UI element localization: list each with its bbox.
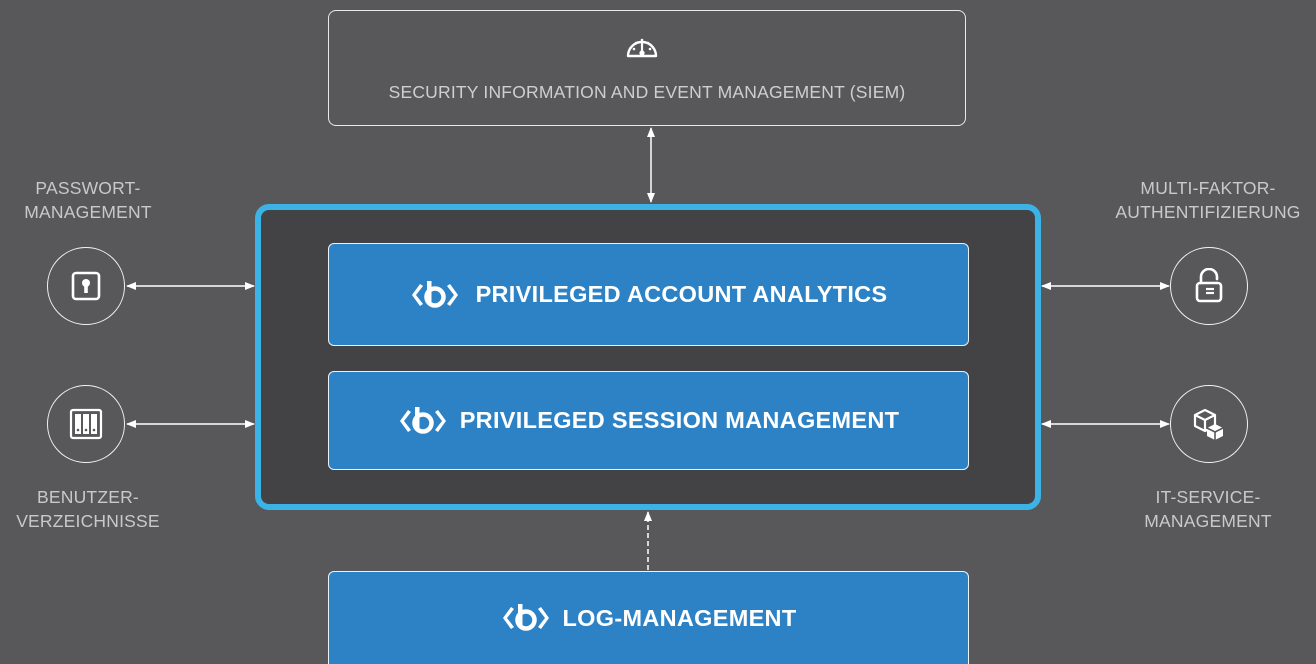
user-directories-node: [47, 385, 125, 463]
product-label-analytics: PRIVILEGED ACCOUNT ANALYTICS: [475, 281, 888, 307]
balabit-eye-logo-icon: [411, 280, 458, 308]
open-padlock-icon: [1195, 268, 1223, 303]
mfa-label: MULTI-FAKTOR- AUTHENTIFIZIERUNG: [1100, 176, 1316, 224]
siem-box: [328, 10, 966, 126]
itsm-label: IT-SERVICE- MANAGEMENT: [1100, 485, 1316, 533]
password-management-label: PASSWORT- MANAGEMENT: [0, 176, 176, 224]
balabit-eye-logo-icon: [399, 406, 446, 434]
cubes-icon: [1193, 408, 1224, 440]
itsm-node: [1170, 385, 1248, 463]
password-management-line2: MANAGEMENT: [24, 202, 152, 222]
log-management-label: LOG-MANAGEMENT: [562, 604, 797, 631]
log-management-box: LOG-MANAGEMENT: [328, 571, 969, 664]
privileged-account-analytics-box: PRIVILEGED ACCOUNT ANALYTICS: [328, 243, 969, 346]
mfa-line2: AUTHENTIFIZIERUNG: [1115, 202, 1301, 222]
product-label-session: PRIVILEGED SESSION MANAGEMENT: [459, 407, 900, 433]
password-management-line1: PASSWORT-: [35, 178, 141, 198]
privileged-session-management-box: PRIVILEGED SESSION MANAGEMENT: [328, 371, 969, 470]
user-directories-line2: VERZEICHNISSE: [16, 511, 160, 531]
mfa-node: [1170, 247, 1248, 325]
itsm-line2: MANAGEMENT: [1144, 511, 1272, 531]
itsm-line1: IT-SERVICE-: [1155, 487, 1261, 507]
siem-label: SECURITY INFORMATION AND EVENT MANAGEMEN…: [388, 82, 906, 102]
user-directories-line1: BENUTZER-: [37, 487, 139, 507]
balabit-eye-logo-icon: [502, 604, 549, 631]
mfa-line1: MULTI-FAKTOR-: [1140, 178, 1276, 198]
server-rack-icon: [69, 408, 103, 440]
keyhole-safe-icon: [71, 271, 101, 301]
dashboard-gauge-icon: [626, 38, 658, 58]
password-management-node: [47, 247, 125, 325]
user-directories-label: BENUTZER- VERZEICHNISSE: [0, 485, 176, 533]
